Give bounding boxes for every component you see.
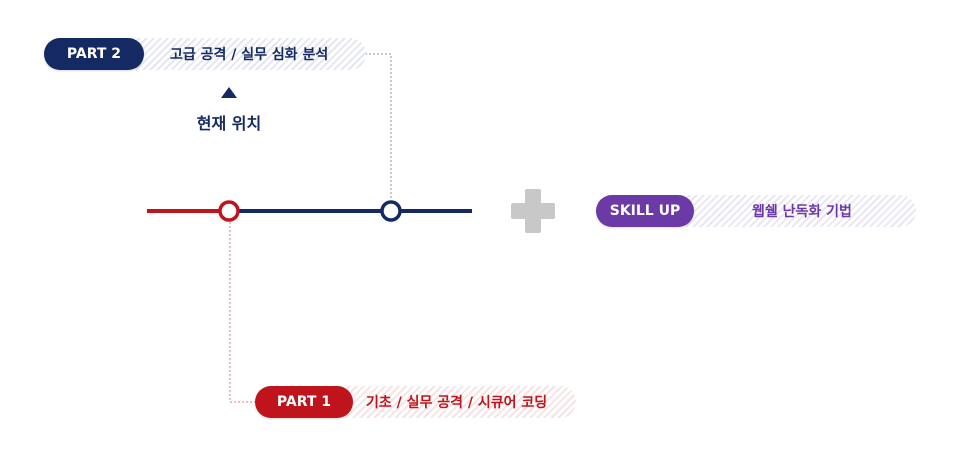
part1-badge: PART 1 [255,386,353,418]
part2-badge: PART 2 [44,38,144,70]
timeline-node-part2 [380,200,402,222]
part2-label-text: 고급 공격 / 실무 심화 분석 [170,47,329,63]
skill-up-label-text: 웹쉘 난독화 기법 [752,204,852,220]
part2-connector [345,53,392,200]
part1-label: 기초 / 실무 공격 / 시큐어 코딩 [330,386,576,418]
timeline-node-part1 [218,200,240,222]
part1-badge-text: PART 1 [276,394,332,410]
part1-connector [229,222,256,403]
part2-badge-text: PART 2 [66,46,122,62]
part2-label: 고급 공격 / 실무 심화 분석 [120,38,366,70]
current-position-label: 현재 위치 [196,114,262,133]
part1-label-text: 기초 / 실무 공격 / 시큐어 코딩 [366,395,548,411]
skill-up-badge-text: SKILL UP [609,203,681,219]
skill-up-label: 웹쉘 난독화 기법 [670,195,916,227]
triangle-up-icon [221,87,237,98]
skill-up-badge: SKILL UP [596,195,694,227]
